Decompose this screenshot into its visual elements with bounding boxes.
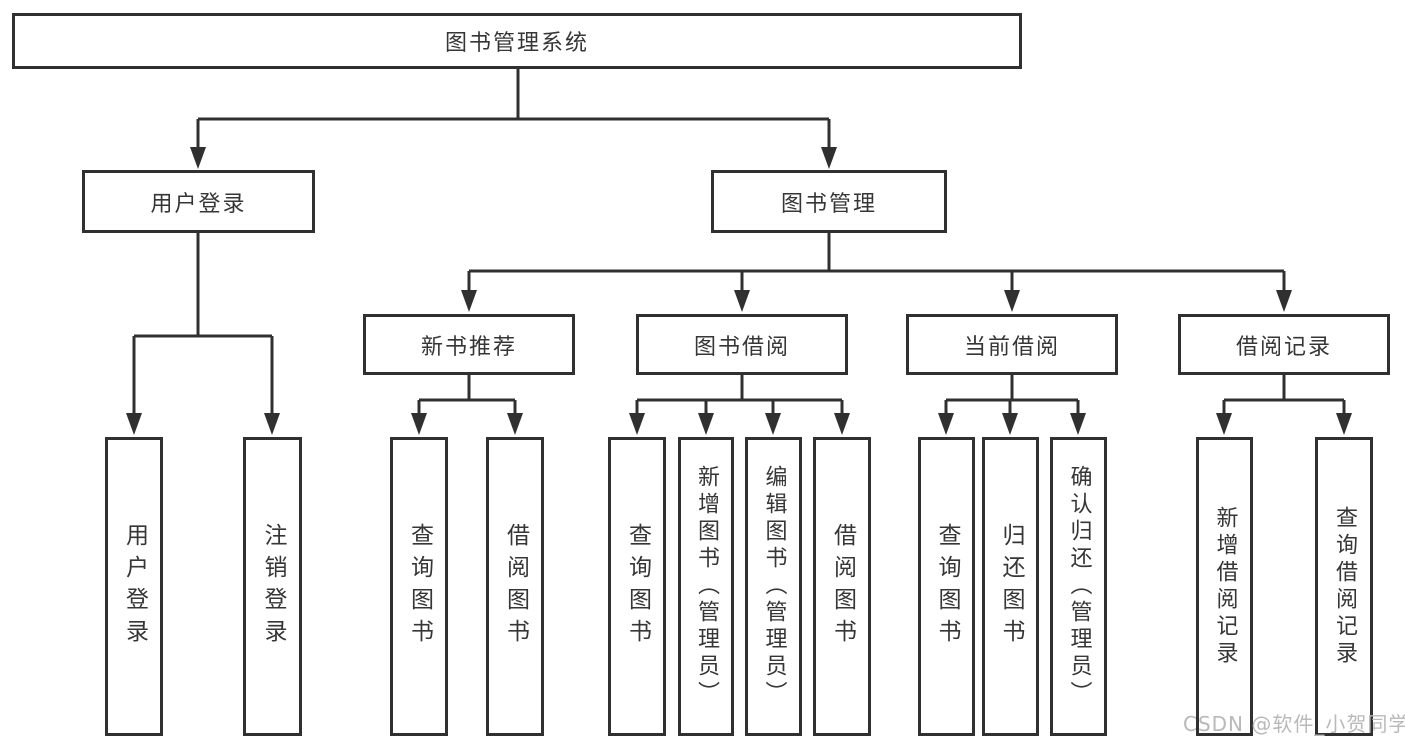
node-user-login: 用户登录: [82, 170, 315, 233]
edge-user-login-to-leaves: [132, 233, 274, 416]
leaf-add-book-admin: 新增图书（管理员）: [678, 437, 734, 736]
edge-book-borrow-to-leaves: [635, 375, 844, 416]
leaf-confirm-return-admin: 确认归还（管理员）: [1050, 437, 1107, 736]
csdn-watermark: CSDN @软件_小贺同学: [1183, 712, 1405, 736]
edge-book-management-to-level3: [467, 233, 1286, 292]
leaf-borrow-books-recommend: 借阅图书: [486, 437, 544, 736]
leaf-query-books-current: 查询图书: [918, 437, 975, 736]
leaf-query-borrow-record: 查询借阅记录: [1315, 437, 1373, 736]
arrowhead: [264, 413, 280, 435]
node-new-book-recommend: 新书推荐: [363, 314, 575, 375]
leaf-edit-book-admin: 编辑图书（管理员）: [745, 437, 802, 736]
edge-borrow-records-to-leaves: [1222, 375, 1346, 416]
leaf-return-books: 归还图书: [982, 437, 1039, 736]
connector-edges: [132, 69, 1346, 416]
leaf-user-login: 用户登录: [105, 437, 163, 736]
arrowhead: [1216, 413, 1232, 435]
node-current-borrow: 当前借阅: [906, 314, 1118, 375]
leaf-query-books-recommend: 查询图书: [390, 437, 448, 736]
arrowhead: [126, 413, 142, 435]
arrowhead: [507, 413, 523, 435]
arrowhead: [190, 147, 206, 169]
arrowhead: [821, 147, 837, 169]
arrowhead: [938, 413, 954, 435]
leaf-query-books-borrow: 查询图书: [608, 437, 666, 736]
arrowheads: [126, 147, 1352, 435]
arrowhead: [834, 413, 850, 435]
node-borrow-records: 借阅记录: [1178, 314, 1390, 375]
arrowhead: [765, 413, 781, 435]
arrowhead: [1276, 290, 1292, 312]
arrowhead: [1070, 413, 1086, 435]
edge-new-book-recommend-to-leaves: [417, 375, 517, 416]
arrowhead: [698, 413, 714, 435]
arrowhead: [629, 413, 645, 435]
arrowhead: [1004, 290, 1020, 312]
arrowhead: [734, 290, 750, 312]
node-root-library-management-system: 图书管理系统: [12, 13, 1022, 69]
leaf-add-borrow-record: 新增借阅记录: [1196, 437, 1253, 736]
arrowhead: [411, 413, 427, 435]
arrowhead: [1336, 413, 1352, 435]
edge-current-borrow-to-leaves: [944, 375, 1080, 416]
leaf-logout: 注销登录: [243, 437, 302, 736]
node-book-borrow: 图书借阅: [636, 314, 848, 375]
leaf-borrow-books-borrow: 借阅图书: [813, 437, 871, 736]
node-book-management: 图书管理: [711, 170, 947, 233]
arrowhead: [461, 290, 477, 312]
edge-root-to-level2: [196, 69, 831, 149]
arrowhead: [1002, 413, 1018, 435]
